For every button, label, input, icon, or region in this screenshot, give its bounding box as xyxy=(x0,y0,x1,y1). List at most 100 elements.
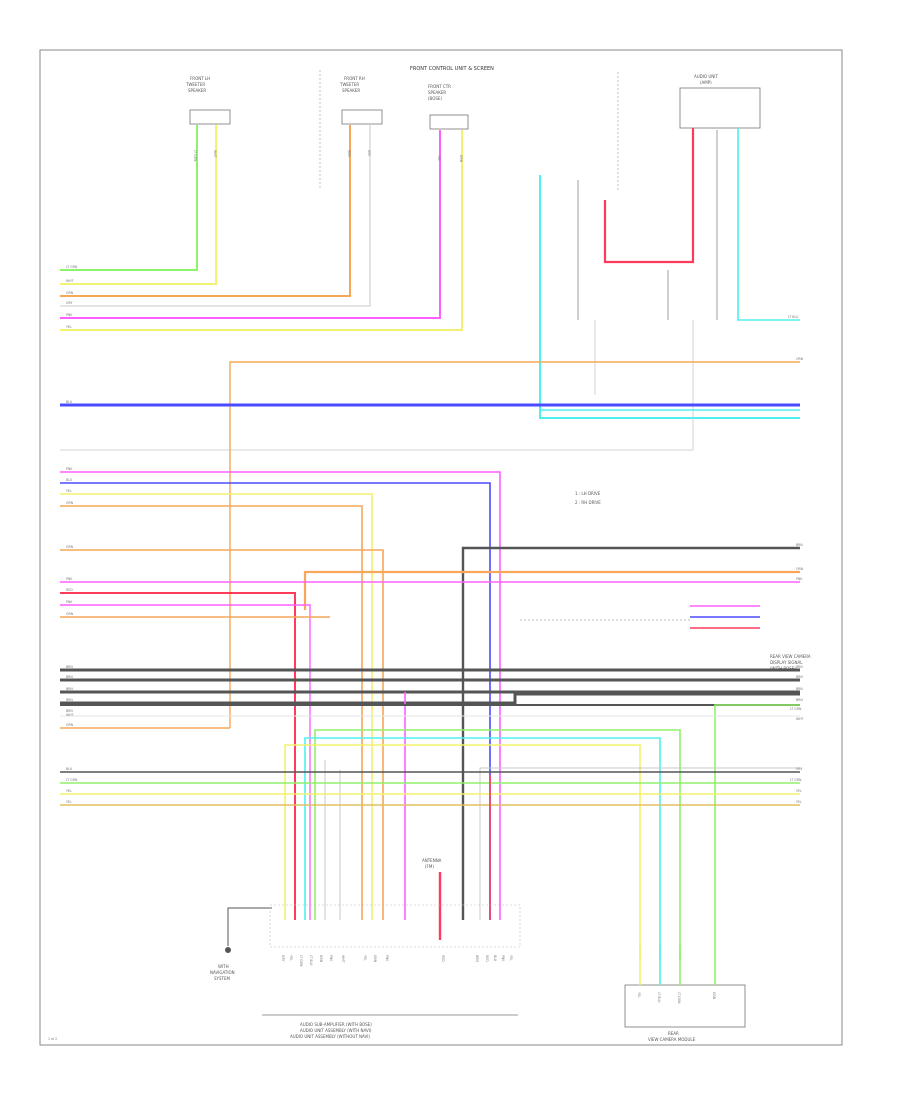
pin-label: YEL xyxy=(637,992,641,998)
wire-red-3 xyxy=(60,592,296,920)
labels-block4: BRN BRN BRN BRN BRN WHT ORN BRN BRN BRN … xyxy=(66,665,804,727)
pin-label: RED xyxy=(441,955,445,962)
wire-label-orn-top: ORN xyxy=(796,357,804,361)
labels-block2: PNK BLU YEL ORN xyxy=(66,467,74,505)
wire-orn-mid xyxy=(60,549,384,920)
wire-label: GRY xyxy=(66,301,72,305)
wire-lt-grn-4 xyxy=(714,704,800,920)
ground-connection: WITH NAVIGATION SYSTEM xyxy=(210,907,272,981)
wire-pnk-1 xyxy=(60,130,441,319)
pin-label: YEL xyxy=(289,955,293,961)
main-unit-caption: AUDIO SUB-AMPLIFIER (WITH BOSE) xyxy=(300,1022,372,1027)
ground-label: WITH xyxy=(218,964,229,969)
front-rh-tweeter: FRONT RH TWEETER SPEAKER xyxy=(339,76,383,125)
wire-gry-5 xyxy=(479,767,800,920)
wire-gry-long xyxy=(60,320,694,451)
wire-yel-2 xyxy=(60,493,373,920)
wire-label: ORN xyxy=(66,291,74,295)
comp-label: FRONT CTR xyxy=(428,84,451,89)
wire-label: PNK xyxy=(66,313,73,317)
wire-label: BRN xyxy=(66,687,73,691)
wire-label: YEL xyxy=(66,789,72,793)
wire-label: GRY xyxy=(796,767,802,771)
wire-label: YEL xyxy=(66,325,72,329)
wire-label-orn-mid: ORN xyxy=(66,545,74,549)
wire-label: RED xyxy=(347,150,351,157)
wire-label: BRN xyxy=(66,698,73,702)
pin-label: YEL xyxy=(363,955,367,961)
wire-label-lt-blu: LT BLU xyxy=(788,315,799,319)
wire-label: BRN xyxy=(66,665,73,669)
wire-brn-mid xyxy=(461,546,800,920)
wire-label: PNK xyxy=(66,577,73,581)
bottom-pin-labels: GRY YEL LT GRN LT BLU GRN PNK WHT YEL OR… xyxy=(281,955,513,967)
wire-label: LT GRN xyxy=(66,265,78,269)
wire-label: BRN xyxy=(66,709,73,713)
comp-label: SPEAKER xyxy=(342,88,360,93)
comp-label: AUDIO UNIT xyxy=(694,74,718,79)
pin-label: YEL xyxy=(509,955,513,961)
wire-label: ORN xyxy=(66,723,74,727)
wire-label: WHT xyxy=(66,713,74,717)
comp-label: (BOSE) xyxy=(428,96,442,101)
pin-label: GRN xyxy=(712,992,716,1000)
diagram-header: FRONT CONTROL UNIT & SCREEN xyxy=(410,66,494,72)
wire-label: LT GRN xyxy=(193,150,197,162)
diagram-frame xyxy=(39,49,843,1046)
antenna-label: ANTENNA xyxy=(422,858,442,863)
wire-label: BRN xyxy=(796,543,803,547)
wire-label: ORN xyxy=(66,501,74,505)
wire-label: PNK xyxy=(66,467,73,471)
connector-group-mid: REAR VIEW CAMERA DISPLAY SIGNAL (WITH BO… xyxy=(520,605,811,671)
ground-label: NAVIGATION xyxy=(210,970,235,975)
antenna-label: (FM) xyxy=(425,864,434,869)
wire-label: PNK xyxy=(66,600,73,604)
wire-yel-1 xyxy=(60,130,463,331)
wire-red-audio xyxy=(603,128,695,264)
comp-label: (AMP) xyxy=(700,80,712,85)
wire-orn-top xyxy=(229,361,800,728)
pin-label: PNK xyxy=(385,955,389,962)
rear-camera-caption: VIEW CAMERA MODULE xyxy=(648,1037,696,1042)
wire-label: GRN xyxy=(459,155,463,163)
wire-label-blu: BLU xyxy=(66,400,73,404)
wire-pnk-3b xyxy=(60,604,311,920)
wire-lt-blu-main xyxy=(539,175,800,419)
antenna: ANTENNA (FM) xyxy=(422,858,442,940)
pin-label: LT GRN xyxy=(299,955,303,967)
pin-label: PNK xyxy=(329,955,333,962)
wire-label: LT GRN xyxy=(790,778,802,782)
wire-label: ORN xyxy=(796,567,804,571)
near-side-note: REAR VIEW CAMERA xyxy=(770,654,811,659)
wire-label: RED xyxy=(66,588,73,592)
wire-gry-1 xyxy=(60,125,371,307)
wire-orn-1 xyxy=(60,125,351,297)
main-unit-caption: AUDIO UNIT ASSEMBLY (WITH NAVI) xyxy=(300,1028,372,1033)
legend-1: 1 : LH DRIVE xyxy=(575,491,601,496)
pin-label: WHT xyxy=(341,955,345,963)
wire-label: LT GRN xyxy=(790,707,802,711)
wire-lt-grn-v xyxy=(314,729,681,960)
pin-label: ORN xyxy=(373,955,377,963)
pin-label: RED xyxy=(485,955,489,962)
comp-label: FRONT RH xyxy=(344,76,365,81)
wire-orn-3 xyxy=(303,570,800,610)
wire-label: BLU xyxy=(66,767,73,771)
pin-label: GRY xyxy=(281,955,285,961)
wire-label: WHT xyxy=(796,717,804,721)
pin-label: BLU xyxy=(493,955,497,962)
wire-lt-blu-v xyxy=(304,737,661,960)
rear-camera-module xyxy=(624,984,746,1028)
main-unit-connector xyxy=(269,904,521,948)
wire-label: YEL xyxy=(796,800,802,804)
near-side-note: DISPLAY SIGNAL xyxy=(770,660,803,665)
wire-pnk-2 xyxy=(60,471,501,920)
comp-label: SPEAKER xyxy=(188,88,206,93)
wire-label: YEL xyxy=(437,155,441,161)
wire-label: PNK xyxy=(796,577,803,581)
pin-label: GRN xyxy=(319,955,323,963)
wire-label: LT GRN xyxy=(66,778,78,782)
wire-label: BRN xyxy=(796,665,803,669)
